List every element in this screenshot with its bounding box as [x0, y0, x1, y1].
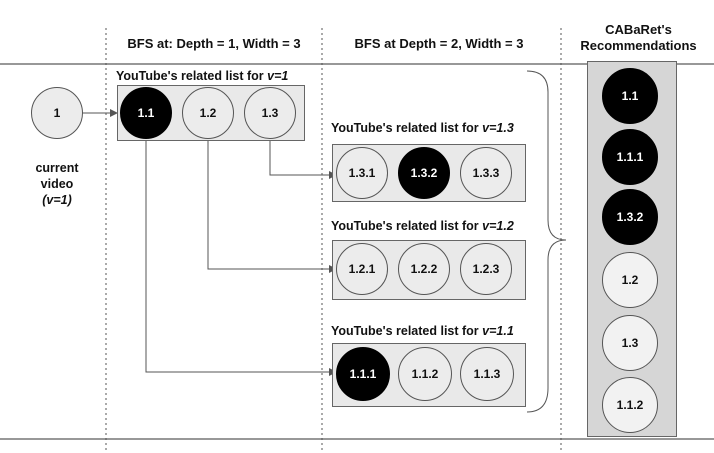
current-video-node: 1	[31, 87, 83, 139]
header-bfs-depth2: BFS at Depth = 2, Width = 3	[354, 36, 524, 51]
current-video-label-line3: (v=1)	[42, 193, 72, 207]
recommendation-5: 1.3	[602, 315, 658, 371]
node-1-2-1: 1.2.1	[336, 243, 388, 295]
node-1-1-1: 1.1.1	[336, 347, 390, 401]
node-1-1: 1.1	[120, 87, 172, 139]
recommendation-2: 1.1.1	[602, 129, 658, 185]
node-1-3-3: 1.3.3	[460, 147, 512, 199]
recommendation-4: 1.2	[602, 252, 658, 308]
header-cabaret-line2: Recommendations	[580, 38, 697, 53]
node-1-3: 1.3	[244, 87, 296, 139]
recommendation-6: 1.1.2	[602, 377, 658, 433]
arrow-1-1	[145, 140, 337, 376]
recommendation-3: 1.3.2	[602, 189, 658, 245]
related-list-label-v1: YouTube's related list for v=1	[116, 69, 289, 83]
node-1-2: 1.2	[182, 87, 234, 139]
node-1-3-2: 1.3.2	[398, 147, 450, 199]
current-video-label: current video (v=1)	[12, 160, 102, 208]
current-video-label-line2: video	[40, 177, 74, 191]
node-1-2-2: 1.2.2	[398, 243, 450, 295]
arrow-1-2	[207, 140, 337, 273]
curly-brace	[526, 70, 567, 413]
header-cabaret: CABaRet's Recommendations	[565, 22, 712, 54]
related-list-label-v1-2: YouTube's related list for v=1.2	[331, 219, 514, 233]
node-1-2-3: 1.2.3	[460, 243, 512, 295]
header-cabaret-line1: CABaRet's	[605, 22, 672, 37]
related-list-label-v1-1: YouTube's related list for v=1.1	[331, 324, 514, 338]
recommendation-1: 1.1	[602, 68, 658, 124]
header-bfs-depth1: BFS at: Depth = 1, Width = 3	[127, 36, 301, 51]
node-1-3-1: 1.3.1	[336, 147, 388, 199]
arrow-1-3	[269, 140, 337, 179]
related-list-label-v1-3: YouTube's related list for v=1.3	[331, 121, 514, 135]
node-1-1-2: 1.1.2	[398, 347, 452, 401]
node-1-1-3: 1.1.3	[460, 347, 514, 401]
current-video-label-line1: current	[35, 161, 79, 175]
